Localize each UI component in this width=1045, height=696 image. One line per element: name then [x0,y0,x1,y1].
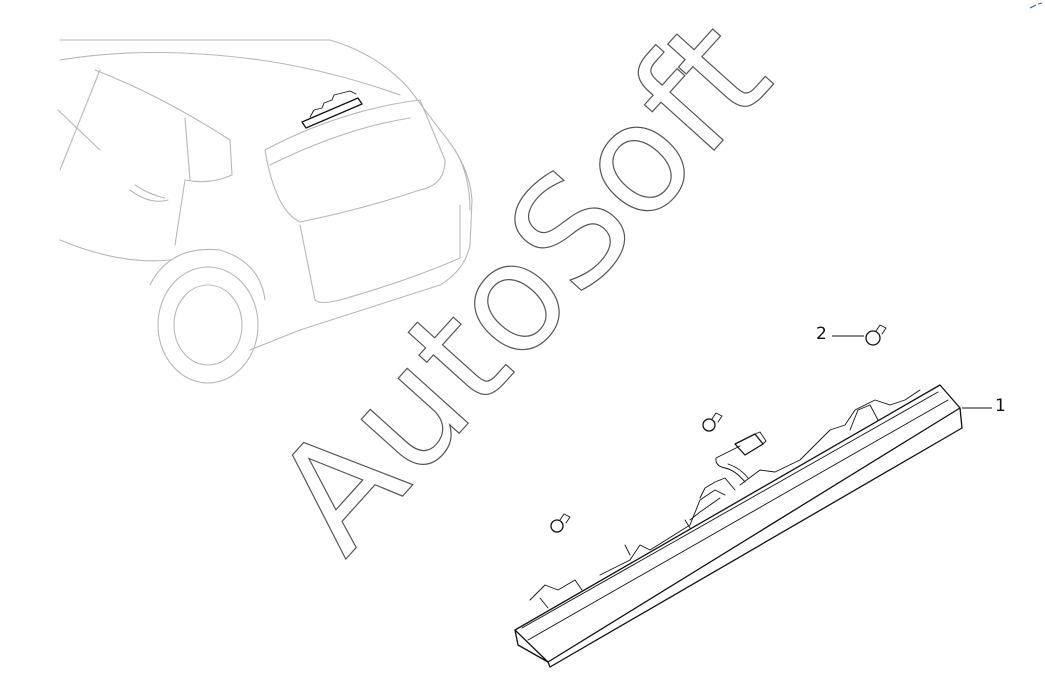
corner-mark-icon [1029,2,1043,9]
push-clip-icon [702,412,723,432]
push-clip-fastener-icon [865,324,887,346]
watermark: AutoSoft [242,0,802,584]
reference-vehicle-icon [57,39,473,384]
callout-number-1: 1 [995,396,1006,416]
brake-light-bar-icon [514,384,963,668]
push-clip-icon [550,513,571,533]
connector-icon [715,431,767,483]
callout-number-2: 2 [816,324,827,344]
brake-light-location-icon [301,90,363,129]
